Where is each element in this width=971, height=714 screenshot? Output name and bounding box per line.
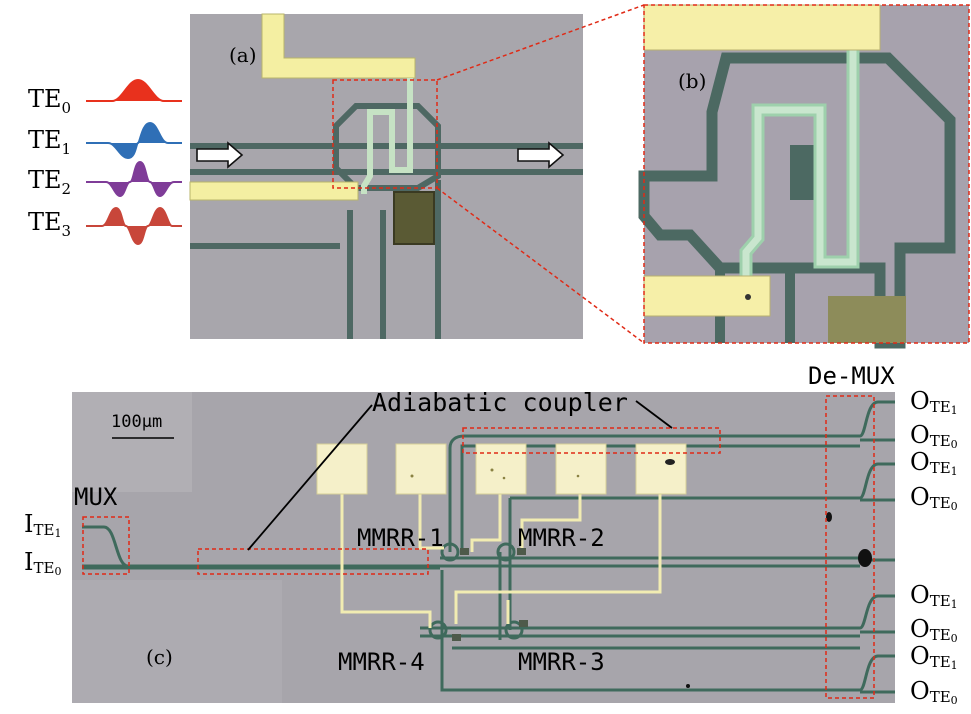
input-te1-label: ITE1: [24, 510, 61, 540]
output-label-2: OTE0: [910, 421, 958, 451]
scale-bar-label: 100μm: [111, 412, 162, 432]
mode-te0: TE0: [28, 78, 182, 117]
pad-1: [316, 443, 368, 495]
svg-text:TE0: TE0: [28, 85, 71, 117]
ring-tabs: [452, 548, 528, 641]
pad-3: [475, 443, 527, 495]
te1-profile-icon: [86, 121, 182, 160]
mmrr-3-label: MMRR-3: [518, 648, 605, 676]
output-label-4: OTE0: [910, 483, 958, 513]
mmrr-1-label: MMRR-1: [357, 524, 444, 552]
output-label-3: OTE1: [910, 448, 958, 478]
panel-a-micrograph: (a): [189, 13, 583, 339]
pad-specks: [410, 459, 675, 480]
adiabatic-coupler-box-1: [197, 548, 429, 575]
svg-text:TE2: TE2: [28, 166, 71, 198]
te3-profile-icon: [86, 206, 182, 246]
waveguides: [82, 400, 895, 694]
output-labels: OTE1 OTE0 OTE1 OTE0 OTE1 OTE0 OTE1 OTE0: [910, 387, 958, 707]
mode-te1: TE1: [28, 121, 182, 160]
panel-a-label: (a): [229, 43, 257, 67]
demux-box: [825, 395, 875, 699]
mmrr-4-ring: [428, 620, 448, 640]
panel-b-label: (b): [678, 69, 706, 93]
output-label-6: OTE0: [910, 615, 958, 645]
input-te0-label: ITE0: [24, 548, 61, 578]
panel-c-label: (c): [146, 645, 173, 669]
dust-particles: [686, 512, 872, 688]
svg-text:TE3: TE3: [28, 208, 71, 240]
mux-box: [82, 516, 130, 575]
mmrr-4-label: MMRR-4: [338, 648, 425, 676]
output-label-1: OTE1: [910, 387, 958, 417]
heater-wires: [340, 494, 662, 628]
te2-profile-icon: [86, 160, 182, 198]
callout-lines: [247, 400, 673, 551]
mux-label: MUX: [74, 483, 118, 511]
adiabatic-coupler-box-2: [462, 427, 721, 454]
pad-5: [635, 443, 687, 495]
mmrr-2-ring: [496, 542, 516, 562]
pad-4: [555, 443, 607, 495]
mode-legend: TE0 TE1 TE2 TE3: [28, 78, 182, 246]
mmrr-2-label: MMRR-2: [518, 524, 605, 552]
highlight-boxes: [82, 395, 875, 699]
mode-te2: TE2: [28, 160, 182, 198]
microring-resonators: [428, 542, 524, 640]
demux-label: De-MUX: [808, 362, 895, 390]
adiabatic-coupler-label: Adiabatic coupler: [372, 388, 628, 417]
mmrr-3-ring: [504, 620, 524, 640]
te0-profile-icon: [86, 78, 182, 102]
panel-c-micrograph: 100μm (c): [72, 392, 895, 703]
output-label-5: OTE1: [910, 581, 958, 611]
panel-b-micrograph: (b): [638, 4, 970, 349]
output-label-8: OTE0: [910, 677, 958, 707]
mmrr-1-ring: [440, 542, 460, 562]
mode-te3: TE3: [28, 206, 182, 246]
input-labels: ITE1 ITE0: [24, 510, 61, 578]
pad-2: [395, 443, 447, 495]
output-label-7: OTE1: [910, 642, 958, 672]
zoom-connectors: [436, 4, 645, 344]
svg-text:TE1: TE1: [28, 126, 71, 158]
